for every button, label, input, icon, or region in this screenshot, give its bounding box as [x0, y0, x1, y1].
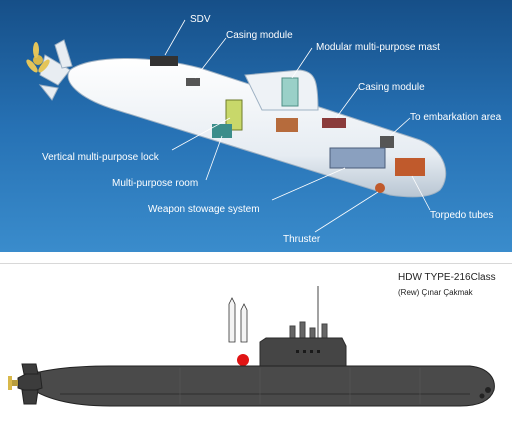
label-casing-module-2: Casing module — [358, 82, 425, 93]
label-weapon-stowage: Weapon stowage system — [148, 204, 260, 215]
casing-module-2-box — [322, 118, 346, 128]
panel-divider — [0, 252, 512, 263]
multipurpose-room-module — [212, 124, 232, 138]
torpedo-tubes-block — [395, 158, 425, 176]
mast-module — [281, 77, 299, 107]
cutaway-diagram-panel: SDV Casing module Modular multi-purpose … — [0, 0, 512, 252]
sail-windows — [296, 350, 320, 353]
vertical-lock-module — [225, 99, 243, 131]
sdv-vehicle — [150, 56, 178, 66]
missile-icons — [228, 297, 248, 343]
upper-rudder — [21, 363, 39, 375]
red-beacon-icon — [237, 354, 249, 366]
torpedo-tube-icon — [479, 393, 485, 399]
casing-module-1-box — [186, 78, 200, 86]
label-embarkation: To embarkation area — [410, 112, 502, 123]
weapon-stowage-rack — [329, 147, 386, 169]
propeller-icon — [8, 376, 18, 390]
propeller-icon — [26, 42, 50, 73]
tail-cone — [17, 371, 43, 393]
label-vertical-lock: Vertical multi-purpose lock — [42, 152, 160, 163]
label-casing-module-1: Casing module — [226, 30, 293, 41]
label-thruster: Thruster — [283, 234, 321, 245]
submarine-profile-illustration: HDW TYPE-216Class (Rew) Çınar Çakmak — [8, 272, 496, 407]
lower-rudder — [21, 389, 39, 405]
label-sdv: SDV — [190, 14, 211, 25]
room-module-brown — [276, 118, 298, 132]
leader-lines — [164, 19, 431, 233]
embarkation-hatch — [380, 136, 394, 148]
submarine-cutaway-illustration: SDV Casing module Modular multi-purpose … — [0, 0, 512, 252]
label-modular-mast: Modular multi-purpose mast — [316, 42, 440, 53]
label-multipurpose-room: Multi-purpose room — [112, 178, 198, 189]
profile-hull — [27, 365, 495, 407]
torpedo-tube-icon — [485, 387, 491, 393]
thruster-unit — [375, 183, 385, 193]
masts-group — [289, 286, 328, 341]
profile-title: HDW TYPE-216Class — [398, 272, 496, 283]
label-torpedo-tubes: Torpedo tubes — [430, 210, 493, 221]
profile-credit: (Rew) Çınar Çakmak — [398, 288, 474, 297]
profile-diagram-panel: HDW TYPE-216Class (Rew) Çınar Çakmak — [0, 263, 512, 431]
hull-panel-lines — [179, 368, 421, 404]
